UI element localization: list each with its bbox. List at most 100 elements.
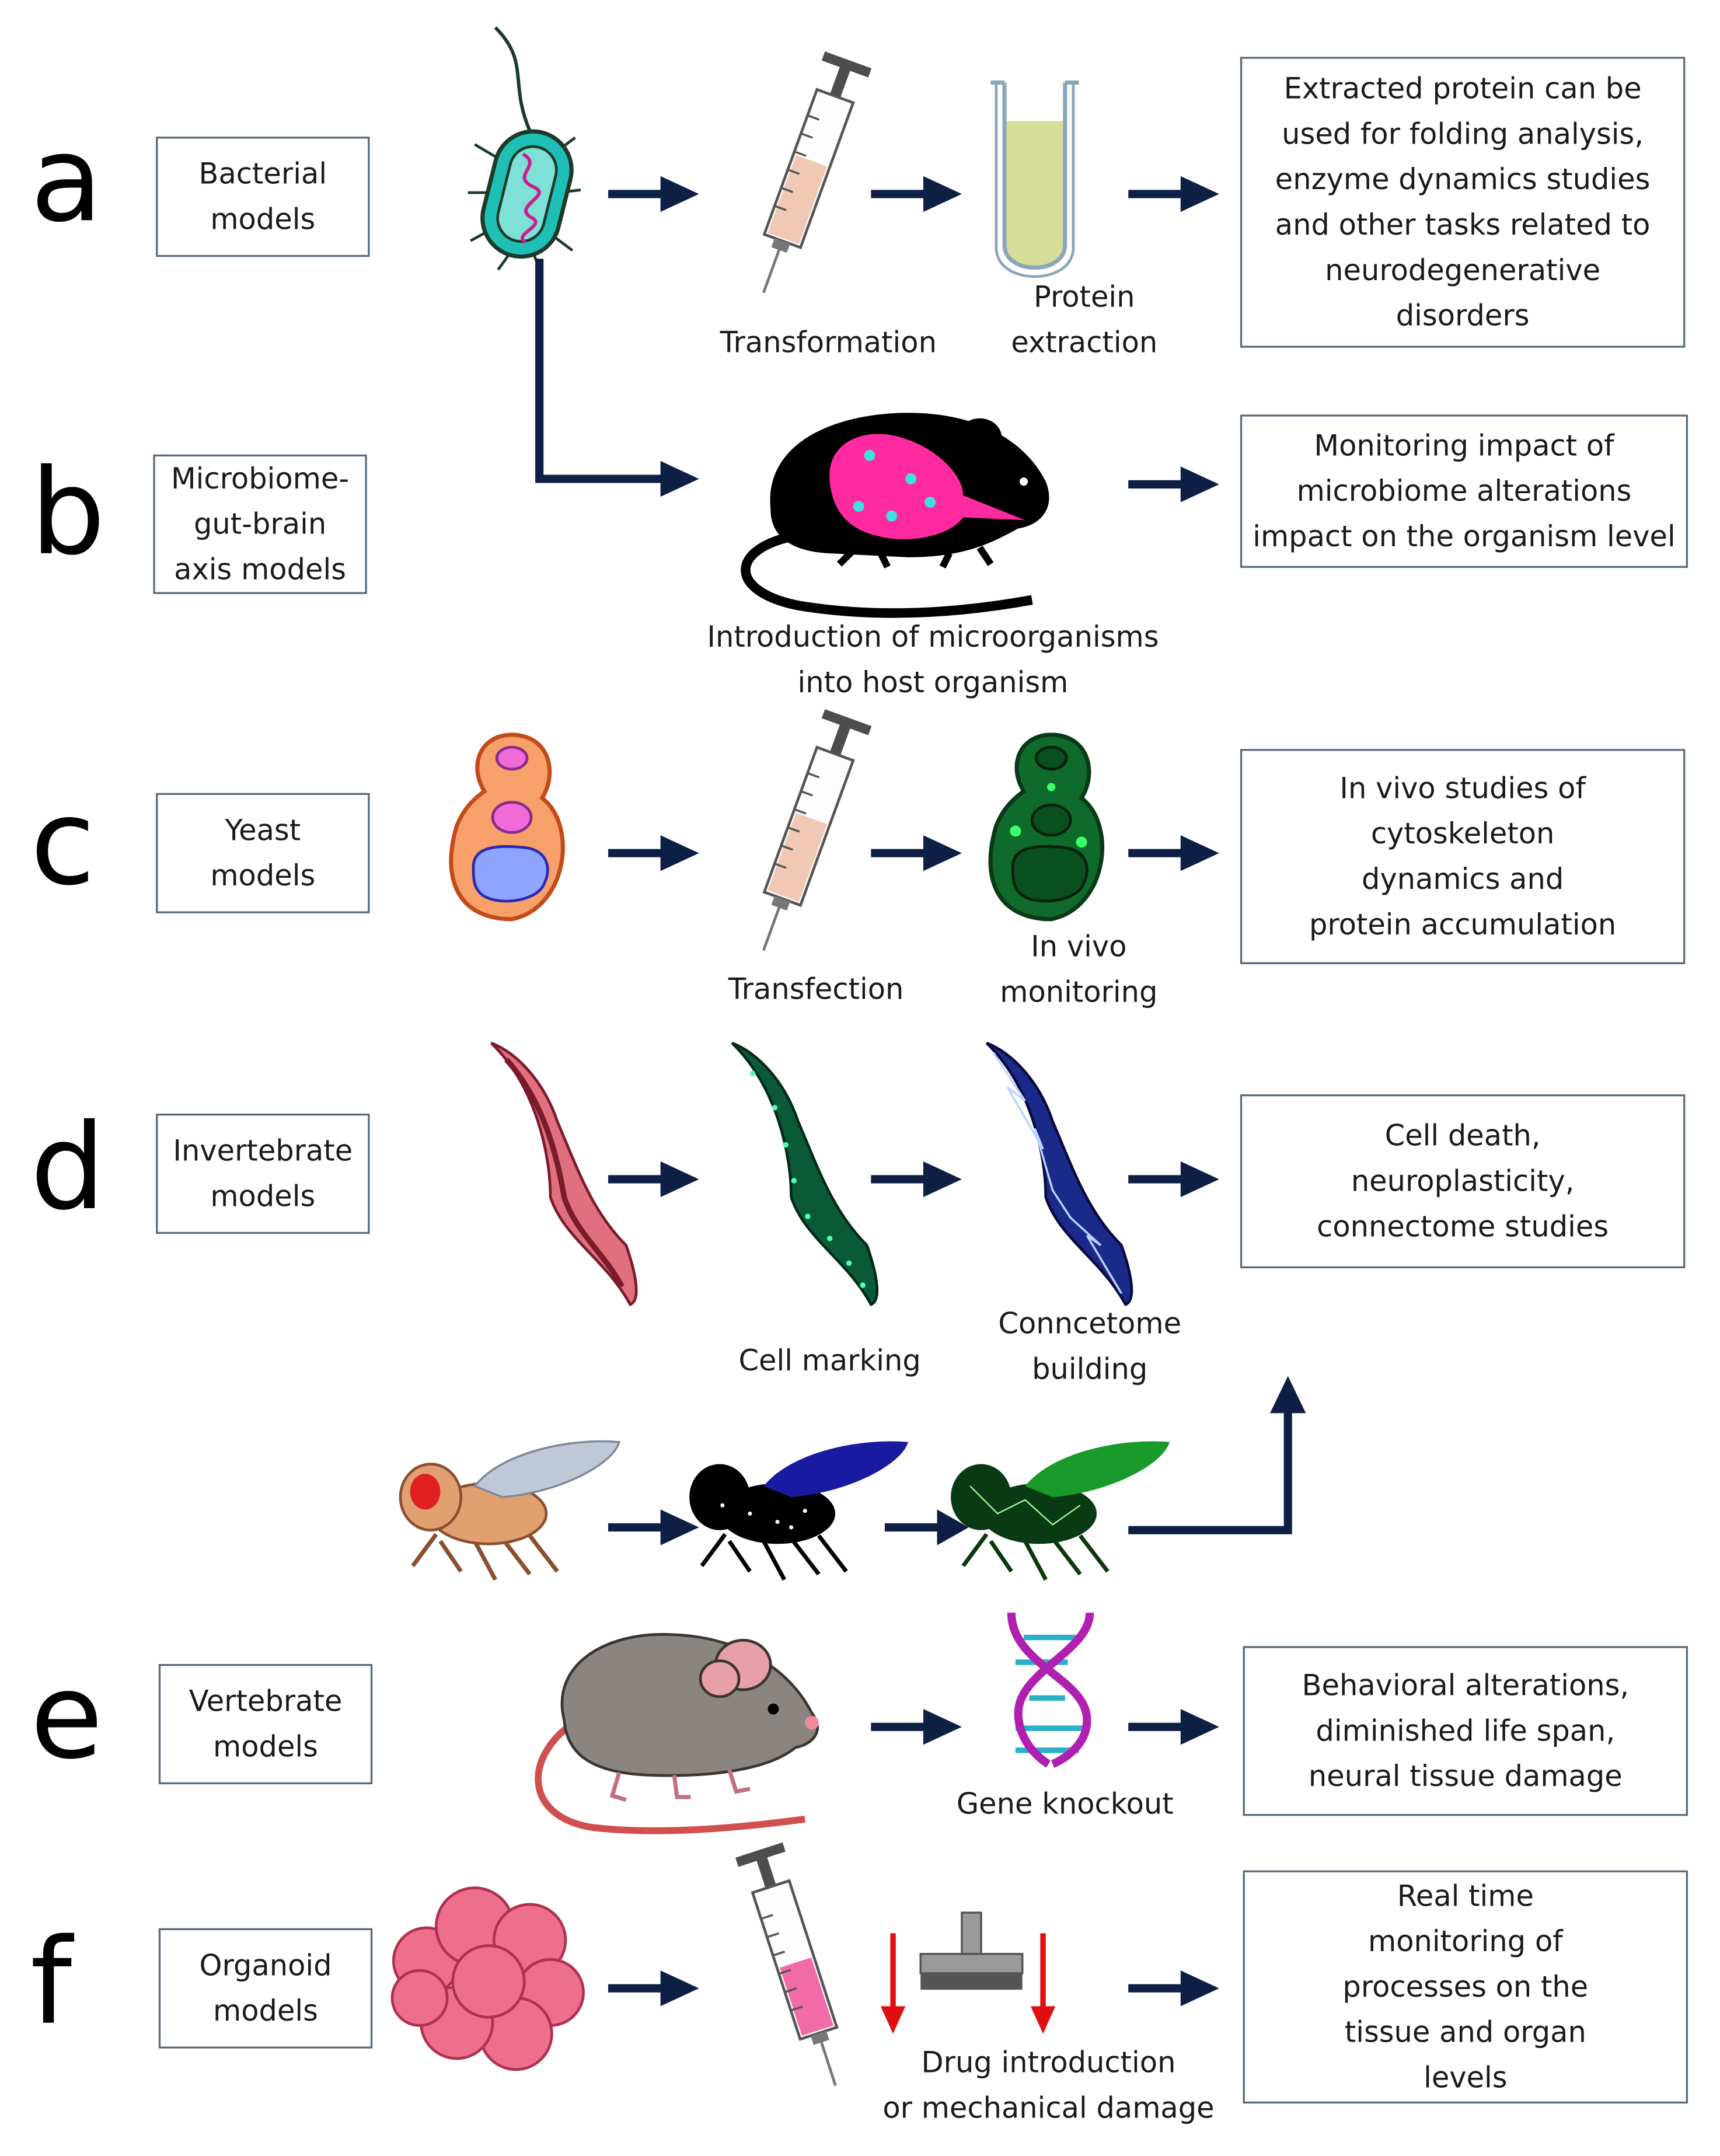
step-label-f-1: Drug introduction or mechanical damage — [882, 2046, 1214, 2125]
outcome-label: and other tasks related to — [1275, 208, 1651, 242]
outcome-label: levels — [1424, 2060, 1508, 2094]
step-label-line: or mechanical damage — [882, 2091, 1214, 2124]
panel-letter-c: c — [30, 774, 95, 912]
model-label: Invertebrate — [173, 1134, 353, 1168]
model-label: axis models — [174, 553, 346, 587]
bacterium-icon — [467, 26, 581, 276]
arrow-f1 — [608, 1970, 699, 2007]
step-label-line: In vivo — [1031, 930, 1126, 964]
arrow-a1 — [608, 176, 699, 212]
arrow-c1 — [608, 835, 699, 871]
model-label: Vertebrate — [189, 1684, 343, 1718]
marked-nematode-icon — [732, 1043, 877, 1304]
outcome-label: In vivo studies of — [1339, 771, 1586, 805]
model-label: gut-brain — [194, 507, 326, 541]
model-label: models — [210, 203, 315, 236]
press-icon — [919, 1911, 1024, 1990]
fruit-fly-connectome — [951, 1441, 1170, 1581]
step-label-line: Cell marking — [738, 1344, 920, 1377]
model-box-b: Microbiome-gut-brain axis models — [153, 454, 367, 594]
arrow-e1 — [871, 1709, 962, 1745]
organoid-icon — [390, 1886, 585, 2071]
model-label: Bacterial — [199, 157, 327, 191]
outcome-label: diminished life span, — [1316, 1714, 1615, 1747]
test-tube-icon — [990, 80, 1079, 278]
outcome-label: cytoskeleton — [1371, 817, 1555, 850]
step-label-d-1: Cell marking — [738, 1344, 920, 1377]
outcome-label: Cell death, — [1385, 1119, 1541, 1153]
arrow-fly2 — [884, 1509, 969, 1546]
arrow-a2 — [871, 176, 962, 212]
arrow-fly-to-outcome — [1128, 1376, 1306, 1534]
outcome-label: impact on the organism level — [1253, 519, 1676, 553]
arrow-a3 — [1128, 176, 1219, 212]
outcome-label: Monitoring impact of — [1314, 428, 1615, 462]
outcome-label: Real time — [1397, 1879, 1534, 1913]
step-label-line: Transformation — [720, 326, 937, 360]
step-label-line: into host organism — [798, 665, 1069, 699]
fluorescent-yeast-icon — [988, 732, 1105, 922]
down-arrow-right-icon — [1030, 1933, 1056, 2034]
outcome-box-d: Cell death,neuroplasticity,connectome st… — [1240, 1094, 1686, 1268]
step-label-a-2: Protein extraction — [1011, 280, 1157, 360]
arrow-d1 — [608, 1161, 699, 1198]
outcome-box-e: Behavioral alterations, diminished life s… — [1243, 1646, 1688, 1816]
fruit-fly-marked — [689, 1441, 909, 1581]
step-label-c-1: Transfection — [728, 972, 904, 1006]
fruit-fly-wildtype — [399, 1440, 621, 1581]
outcome-label: microbiome alterations — [1297, 474, 1632, 508]
arrow-c3 — [1128, 835, 1219, 871]
arrow-d2 — [871, 1161, 962, 1198]
step-label-line: building — [1032, 1352, 1147, 1386]
outcome-label: Behavioral alterations, — [1302, 1669, 1630, 1703]
step-label-line: monitoring — [1000, 975, 1157, 1009]
panel-letter-e: e — [30, 1648, 103, 1785]
arrow-c2 — [871, 835, 962, 871]
outcome-box-b: Monitoring impact of microbiome alteratio… — [1240, 414, 1688, 568]
outcome-label: dynamics and — [1362, 862, 1564, 896]
outcome-label: monitoring of — [1368, 1924, 1564, 1958]
step-label-line: Drug introduction — [922, 2046, 1176, 2080]
step-label-line: extraction — [1011, 326, 1157, 360]
outcome-box-c: In vivo studies of cytoskeleton dynamics a… — [1240, 749, 1686, 964]
outcome-label: enzyme dynamics studies — [1275, 162, 1651, 196]
step-label-b-1: Introduction of microorganisms into host … — [707, 620, 1159, 699]
outcome-label: neural tissue damage — [1309, 1759, 1623, 1793]
step-label-e-1: Gene knockout — [957, 1787, 1174, 1820]
step-label-line: Transfection — [728, 972, 904, 1006]
step-label-line: Conncetome — [998, 1307, 1181, 1341]
step-label-line: Introduction of microorganisms — [707, 620, 1159, 654]
model-label: models — [210, 1179, 315, 1213]
step-label-c-2: In vivo monitoring — [1000, 930, 1157, 1009]
syringe-icon — [740, 51, 871, 301]
step-label-line: Protein — [1034, 280, 1135, 314]
outcome-label: Extracted protein can be — [1284, 72, 1642, 106]
rat-icon — [741, 413, 1049, 618]
outcome-label: protein accumulation — [1309, 908, 1616, 941]
arrow-b1 — [1128, 466, 1219, 503]
dna-icon — [1007, 1612, 1094, 1768]
model-label: Microbiome- — [171, 462, 349, 496]
model-box-a: Bacterial models — [156, 137, 370, 257]
step-label-a-1: Transformation — [720, 326, 937, 360]
outcome-label: neurodegenerative — [1325, 253, 1600, 287]
step-label-line: Gene knockout — [957, 1787, 1174, 1820]
panel-letter-d: d — [30, 1098, 106, 1236]
outcome-label: disorders — [1396, 299, 1530, 333]
connectome-nematode-icon — [986, 1043, 1132, 1304]
arrow-f2 — [1128, 1970, 1219, 2007]
arrow-fly1 — [608, 1509, 699, 1546]
model-label: models — [210, 859, 315, 892]
model-label: Organoid — [200, 1948, 332, 1982]
arrow-d3 — [1128, 1161, 1219, 1198]
outcome-label: tissue and organ — [1345, 2015, 1586, 2049]
step-label-d-2: Conncetome building — [998, 1307, 1181, 1386]
down-arrow-left-icon — [880, 1933, 906, 2034]
outcome-label: processes on the — [1342, 1970, 1588, 2004]
panel-letter-f: f — [30, 1913, 75, 2051]
